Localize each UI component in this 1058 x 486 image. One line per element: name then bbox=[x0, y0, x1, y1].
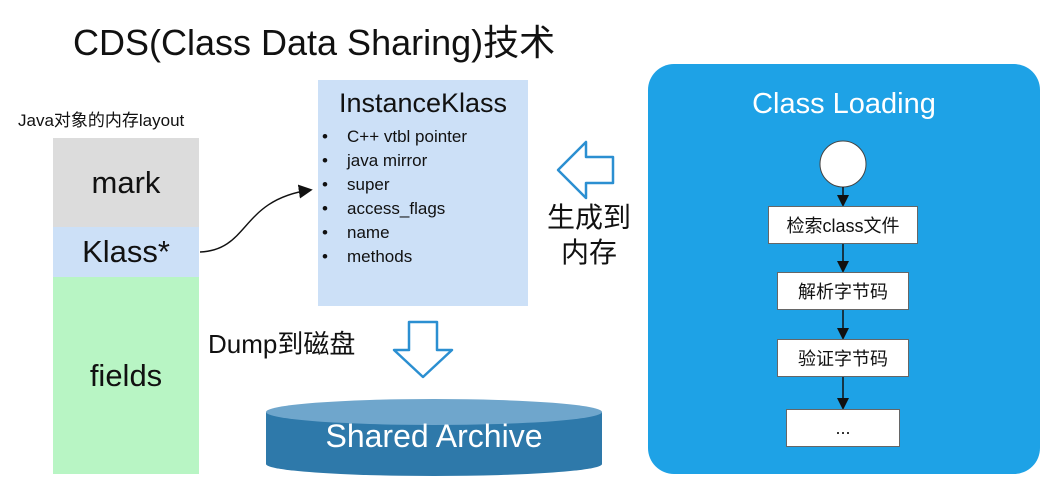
instance-klass-box: InstanceKlass C++ vtbl pointer java mirr… bbox=[318, 80, 528, 306]
list-item: super bbox=[318, 173, 467, 197]
memory-block-fields: fields bbox=[53, 277, 199, 474]
page-title: CDS(Class Data Sharing)技术 bbox=[73, 22, 556, 63]
memory-block-mark: mark bbox=[53, 138, 199, 227]
list-item: java mirror bbox=[318, 149, 467, 173]
instance-klass-title: InstanceKlass bbox=[338, 88, 508, 118]
list-item: methods bbox=[318, 245, 467, 269]
flow-step: 检索class文件 bbox=[768, 206, 918, 244]
instance-klass-fields-list: C++ vtbl pointer java mirror super acces… bbox=[318, 125, 467, 269]
generate-label-line-2: 内存 bbox=[560, 237, 617, 268]
dump-to-disk-label: Dump到磁盘 bbox=[208, 329, 356, 359]
memory-layout-caption: Java对象的内存layout bbox=[18, 111, 185, 130]
klass-pointer-arrow bbox=[199, 184, 313, 253]
list-item: C++ vtbl pointer bbox=[318, 125, 467, 149]
flow-step: 验证字节码 bbox=[777, 339, 909, 377]
generate-to-memory-label: 生成到 内存 bbox=[545, 200, 633, 270]
flow-step: ... bbox=[786, 409, 900, 447]
shared-archive-label: Shared Archive bbox=[325, 418, 543, 454]
list-item: access_flags bbox=[318, 197, 467, 221]
memory-block-klass-pointer: Klass* bbox=[53, 227, 199, 277]
down-arrow-icon bbox=[392, 320, 454, 379]
left-arrow-icon bbox=[556, 140, 615, 200]
flow-step: 解析字节码 bbox=[777, 272, 909, 310]
generate-label-line-1: 生成到 bbox=[546, 202, 631, 233]
class-loading-title: Class Loading bbox=[752, 88, 936, 120]
shared-archive-cylinder bbox=[266, 399, 602, 476]
list-item: name bbox=[318, 221, 467, 245]
start-node bbox=[819, 140, 867, 188]
